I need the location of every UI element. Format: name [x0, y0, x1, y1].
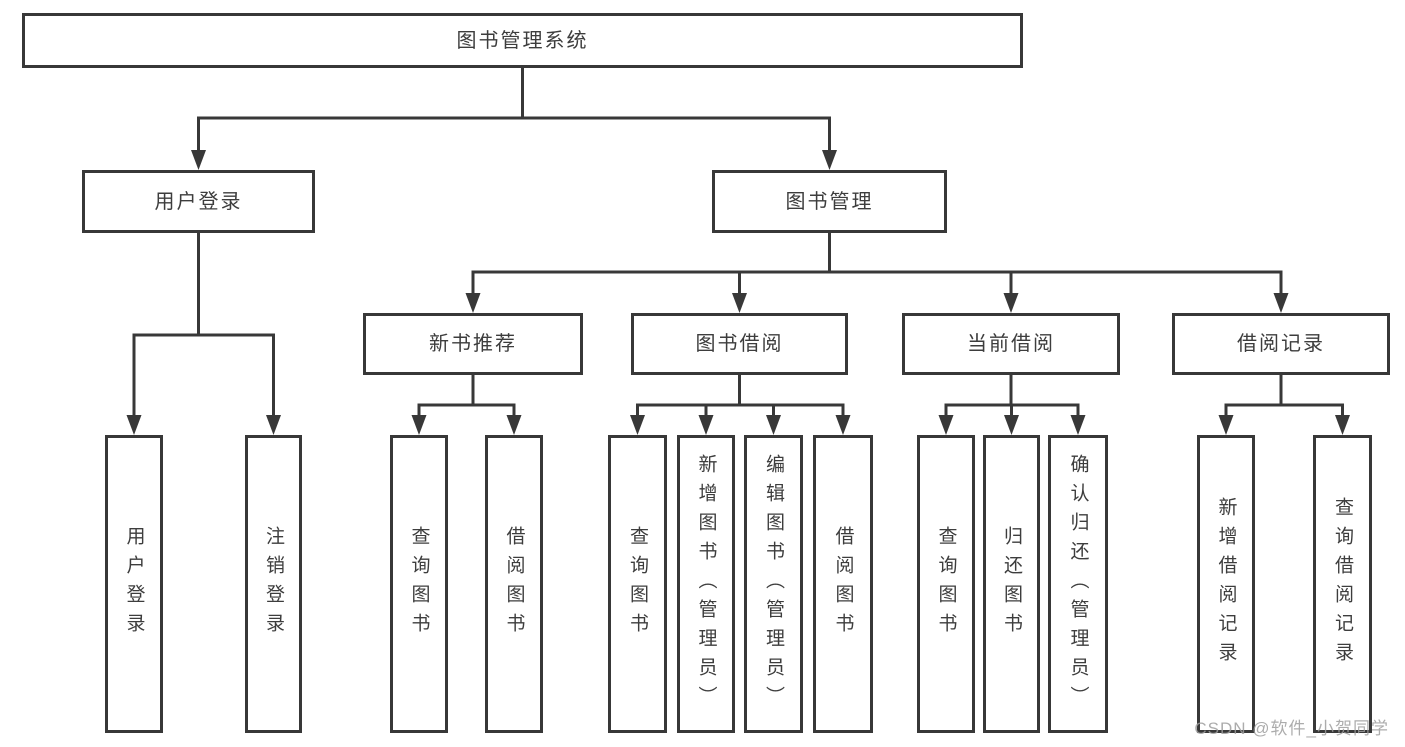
node-c-query: 查询图书: [917, 435, 975, 733]
arrowhead-down: [822, 150, 837, 170]
arrowhead-down: [732, 293, 747, 313]
node-c-return: 归还图书: [983, 435, 1040, 733]
arrowhead-down: [1273, 293, 1289, 313]
node-b-edit: 编辑图书（管理员）: [744, 435, 803, 733]
arrowhead-down: [1004, 415, 1019, 435]
node-mgmt: 图书管理: [712, 170, 947, 233]
node-current: 当前借阅: [902, 313, 1120, 375]
arrowhead-down: [465, 293, 481, 313]
node-root: 图书管理系统: [22, 13, 1023, 68]
node-c-confirm: 确认归还（管理员）: [1048, 435, 1108, 733]
node-b-query: 查询图书: [608, 435, 667, 733]
arrowhead-down: [766, 415, 781, 435]
node-nr-query: 查询图书: [390, 435, 448, 733]
arrowhead-down: [630, 415, 645, 435]
arrowhead-down: [506, 415, 522, 435]
node-nr-borrow: 借阅图书: [485, 435, 543, 733]
arrowhead-down: [938, 415, 954, 435]
node-r-add: 新增借阅记录: [1197, 435, 1255, 733]
node-b-borrow: 借阅图书: [813, 435, 873, 733]
arrowhead-down: [1070, 415, 1086, 435]
arrowhead-down: [191, 150, 206, 170]
arrowhead-down: [1335, 415, 1350, 435]
arrowhead-down: [411, 415, 427, 435]
arrowhead-down: [1218, 415, 1234, 435]
node-r-query: 查询借阅记录: [1313, 435, 1372, 733]
node-record: 借阅记录: [1172, 313, 1390, 375]
arrowhead-down: [698, 415, 714, 435]
node-newrec: 新书推荐: [363, 313, 583, 375]
node-logout: 注销登录: [245, 435, 302, 733]
arrowhead-down: [126, 415, 142, 435]
node-b-add: 新增图书（管理员）: [677, 435, 735, 733]
node-borrow: 图书借阅: [631, 313, 848, 375]
node-user: 用户登录: [82, 170, 315, 233]
arrowhead-down: [266, 415, 281, 435]
arrowhead-down: [1003, 293, 1019, 313]
node-login: 用户登录: [105, 435, 163, 733]
arrowhead-down: [835, 415, 851, 435]
